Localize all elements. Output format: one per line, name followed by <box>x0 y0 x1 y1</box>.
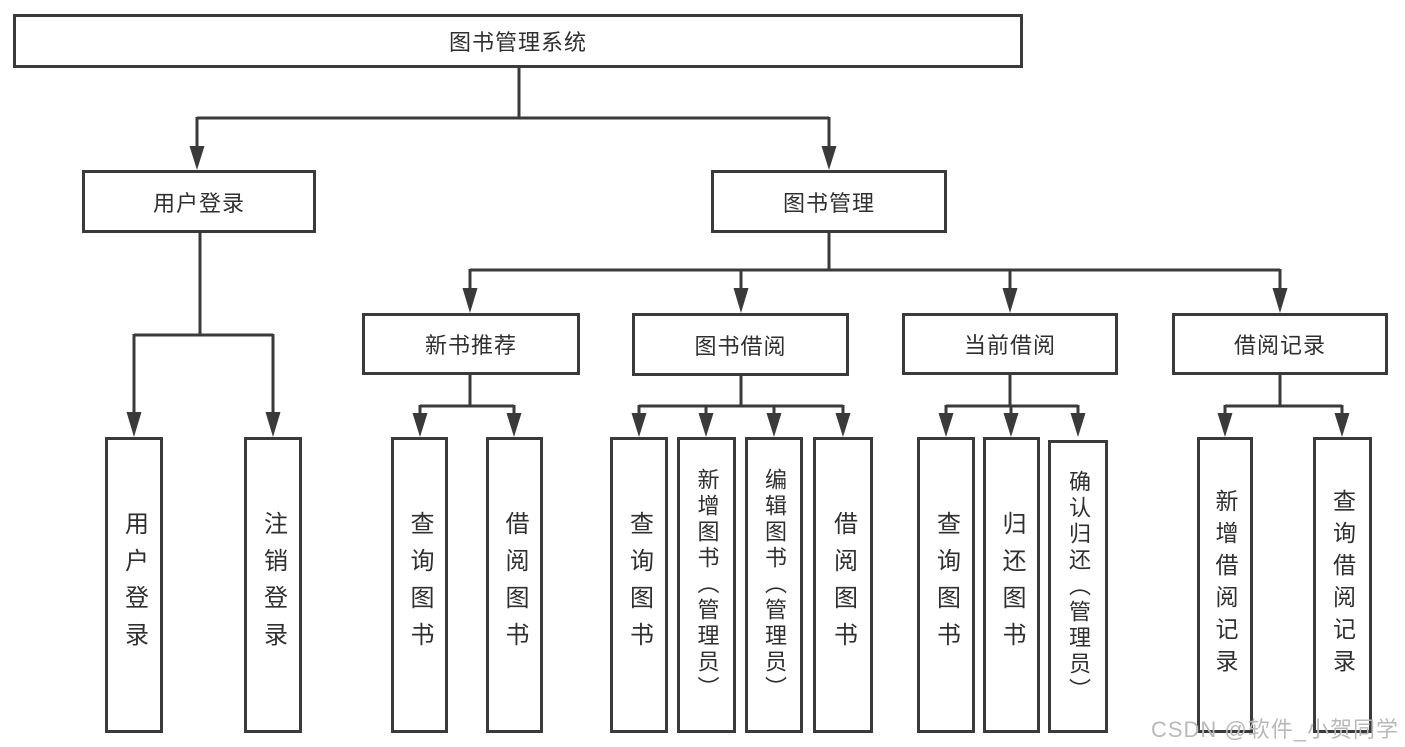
leaf-add-borrow-record: 新增借阅记录 <box>1197 437 1253 733</box>
node-label: 当前借阅 <box>963 333 1056 358</box>
node-label: 查询图书 <box>406 511 433 659</box>
node-label: 用户登录 <box>152 190 245 216</box>
node-label: 图书管理系统 <box>448 30 587 55</box>
node-label: 借阅图书 <box>501 511 528 659</box>
leaf-query-borrow-record: 查询借阅记录 <box>1313 437 1372 733</box>
leaf-query-books-2: 查询图书 <box>610 437 668 733</box>
node-book-management: 图书管理 <box>711 170 947 233</box>
leaf-user-login: 用户登录 <box>105 437 163 733</box>
node-label: 确认归还（管理员） <box>1066 469 1091 704</box>
leaf-borrow-books-2: 借阅图书 <box>813 437 873 733</box>
node-user-login: 用户登录 <box>82 170 316 233</box>
leaf-logout: 注销登录 <box>244 437 302 733</box>
node-label: 查询图书 <box>932 511 960 659</box>
leaf-return-book: 归还图书 <box>983 437 1040 733</box>
node-label: 图书管理 <box>782 190 875 216</box>
node-label: 借阅图书 <box>829 511 857 659</box>
node-label: 用户登录 <box>120 511 148 659</box>
leaf-edit-book-admin: 编辑图书（管理员） <box>745 437 803 733</box>
watermark: CSDN @软件_小贺同学 <box>1150 717 1399 742</box>
node-label: 归还图书 <box>998 511 1025 659</box>
connector-new-book-recommend-to-leaves <box>412 375 522 437</box>
node-borrow-records: 借阅记录 <box>1172 313 1388 375</box>
node-label: 新书推荐 <box>424 333 517 358</box>
connector-user-login-to-leaves <box>126 233 281 437</box>
connector-current-borrow-to-leaves <box>938 375 1086 437</box>
connector-book-management-to-level2 <box>462 233 1288 313</box>
connector-root-to-level1 <box>189 68 837 170</box>
node-book-borrow: 图书借阅 <box>632 313 849 376</box>
node-label: 查询图书 <box>625 511 653 659</box>
node-label: 新增图书（管理员） <box>694 468 720 702</box>
node-label: 编辑图书（管理员） <box>762 468 787 702</box>
leaf-confirm-return-admin: 确认归还（管理员） <box>1048 440 1108 733</box>
leaf-query-books-1: 查询图书 <box>391 437 448 733</box>
node-current-borrow: 当前借阅 <box>902 313 1118 375</box>
node-new-book-recommend: 新书推荐 <box>362 313 580 375</box>
node-root: 图书管理系统 <box>13 14 1023 68</box>
leaf-query-books-3: 查询图书 <box>917 437 975 733</box>
node-label: 图书借阅 <box>694 333 787 359</box>
leaf-add-book-admin: 新增图书（管理员） <box>677 437 736 733</box>
node-label: 查询借阅记录 <box>1329 489 1356 681</box>
node-label: 注销登录 <box>259 511 287 659</box>
connector-borrow-records-to-leaves <box>1217 375 1350 437</box>
connector-book-borrow-to-leaves <box>631 375 851 437</box>
node-label: 借阅记录 <box>1233 333 1326 358</box>
leaf-borrow-books-1: 借阅图书 <box>486 437 543 733</box>
node-label: 新增借阅记录 <box>1212 489 1238 681</box>
